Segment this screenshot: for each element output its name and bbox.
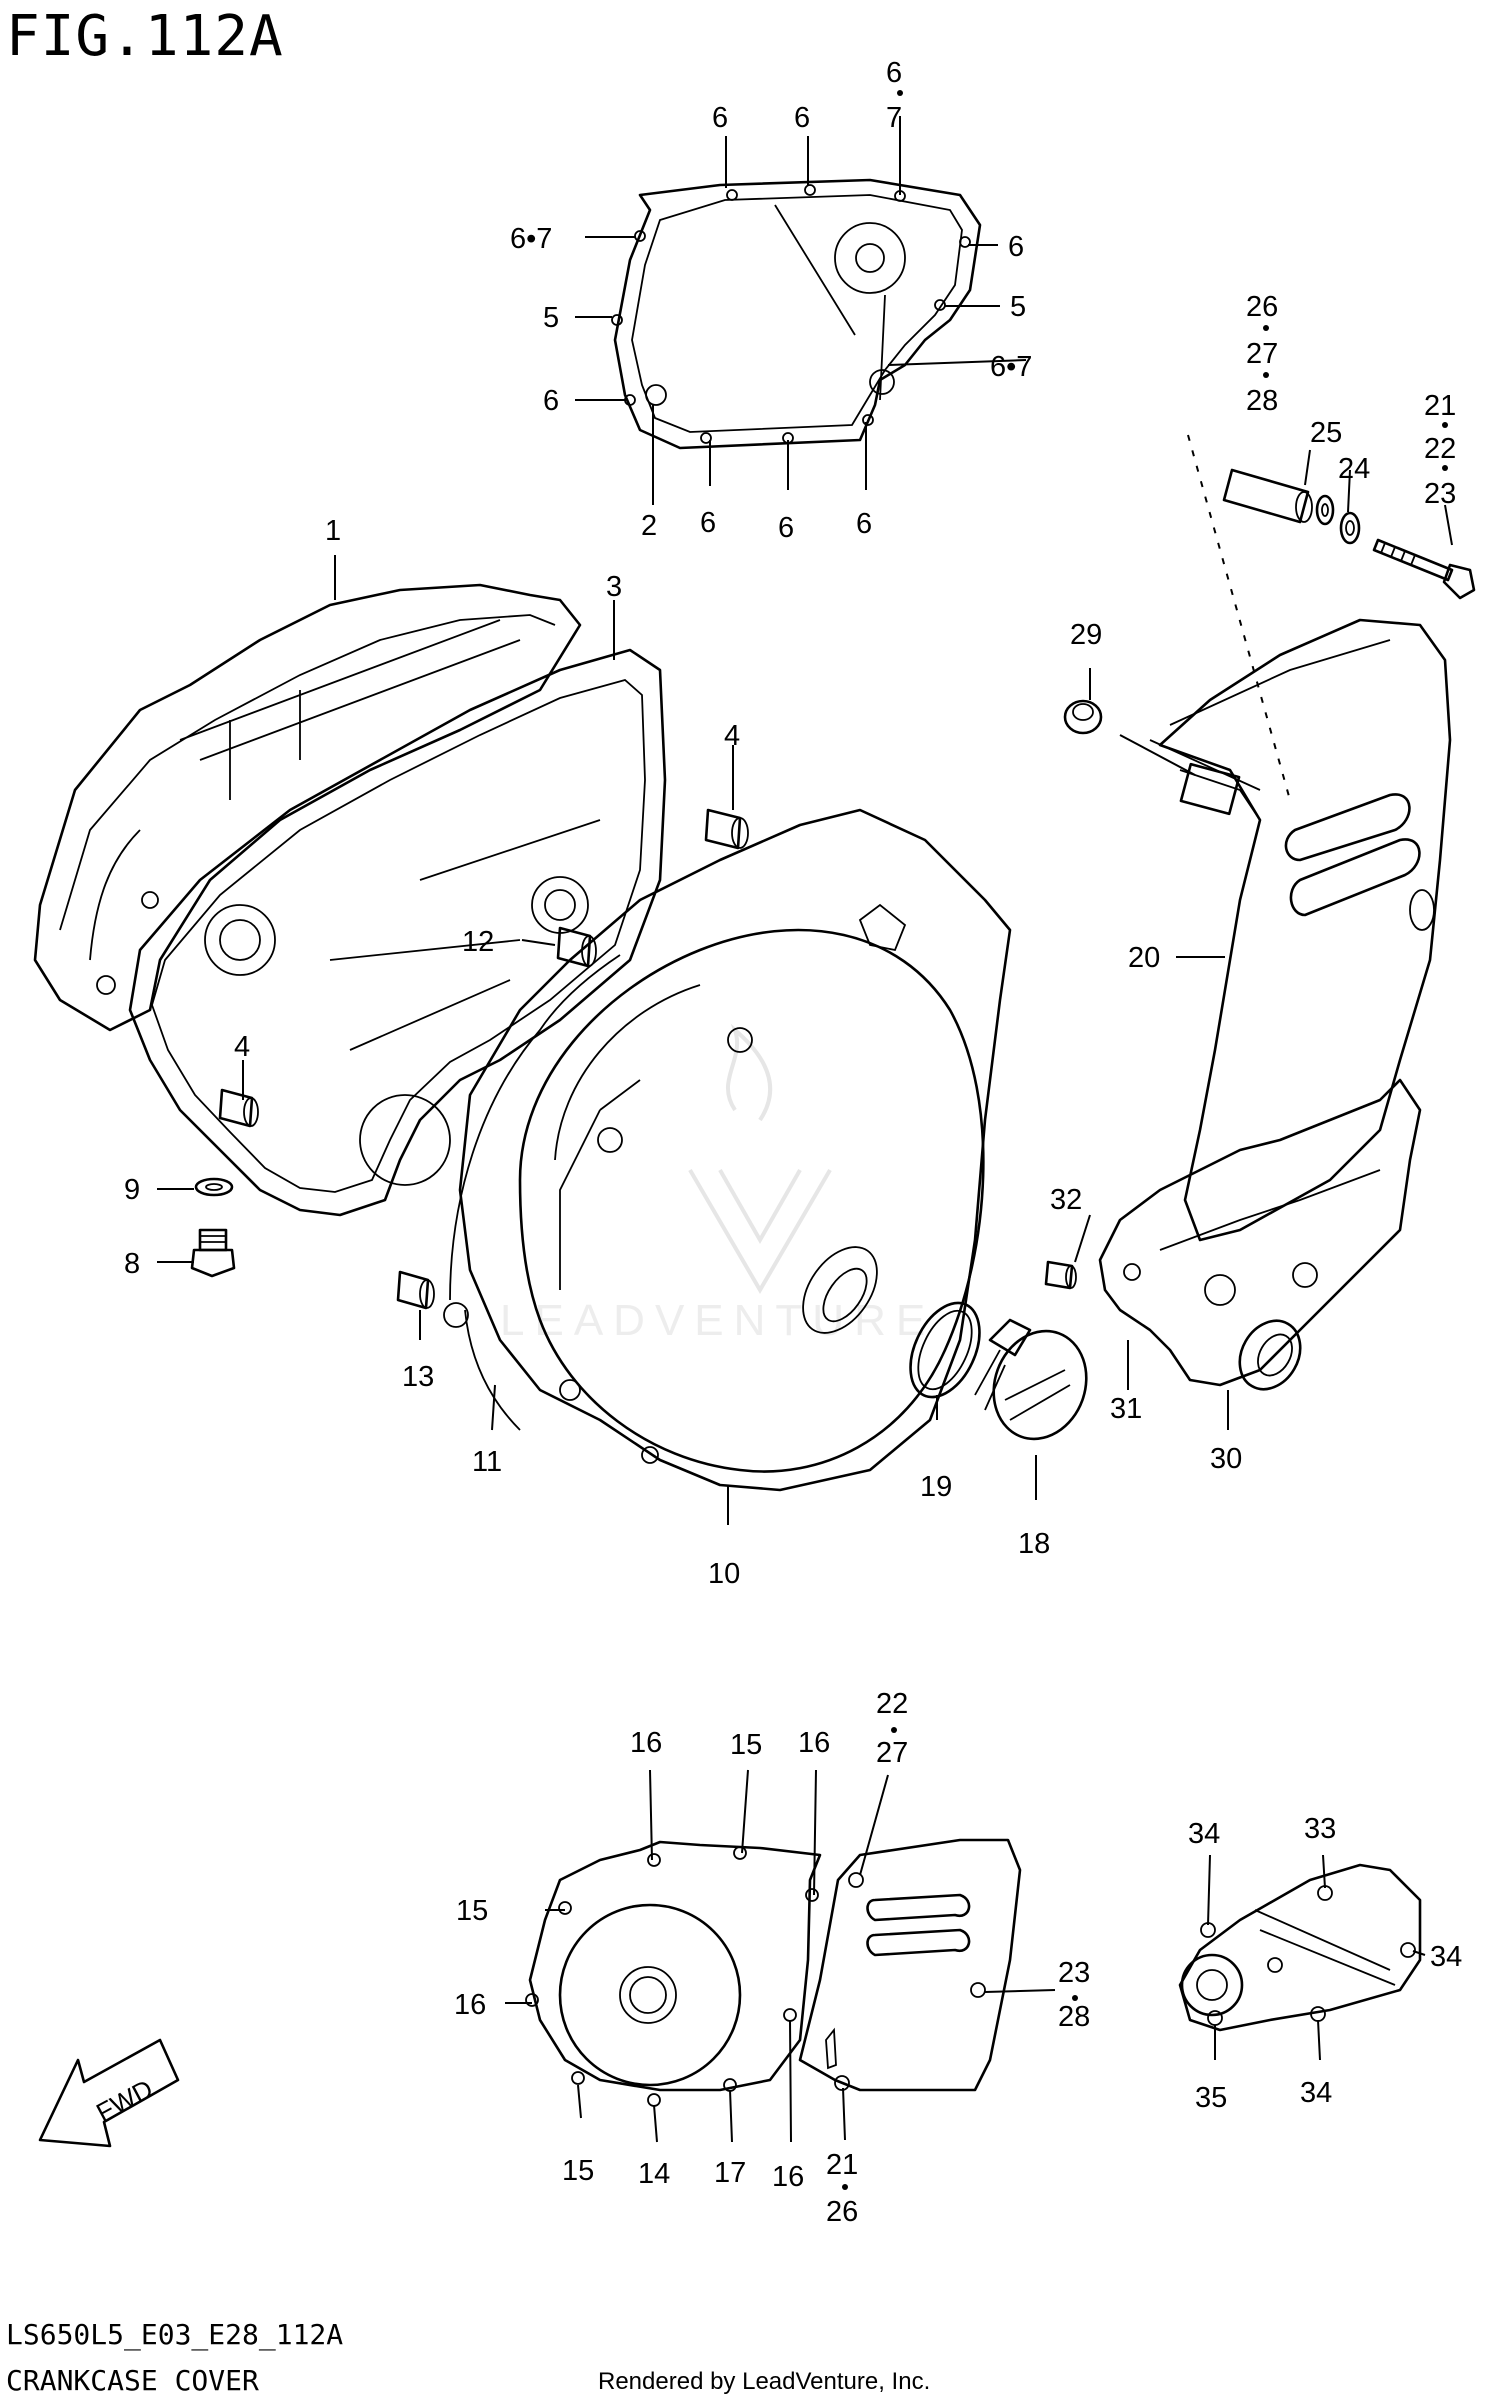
callout-21: 21	[826, 2149, 858, 2181]
callout-29: 29	[1070, 619, 1102, 651]
gasket-11-drawing	[443, 954, 621, 1431]
section-name: CRANKCASE COVER	[6, 2364, 259, 2397]
generator-cover-10-drawing	[458, 808, 1012, 1492]
collar-32-drawing	[1044, 1260, 1077, 1290]
callout-26: 26	[826, 2196, 858, 2228]
callout-23: 23	[1058, 1957, 1090, 1989]
figure-title: FIG.112A	[6, 4, 284, 69]
callout-6-7: 6•7	[990, 351, 1032, 383]
callout-21: 21	[1424, 390, 1456, 422]
callout-27: 27	[876, 1737, 908, 1769]
rendered-by-credit: Rendered by LeadVenture, Inc.	[598, 2368, 931, 2395]
callout-24: 24	[1338, 453, 1370, 485]
callout-17: 17	[714, 2157, 746, 2189]
shift-cover-30-drawing	[1098, 1078, 1422, 1391]
fwd-label: FWD	[91, 2073, 157, 2127]
callout-28: 28	[1058, 2001, 1090, 2033]
bolt-21-drawing	[1372, 538, 1476, 600]
fwd-arrow-icon: FWD	[38, 2038, 180, 2148]
callout-31: 31	[1110, 1393, 1142, 1425]
callout-6: 6	[1008, 231, 1024, 263]
callout-6: 6	[700, 507, 716, 539]
small-parts-drawing	[190, 808, 749, 1310]
dowel-4-lower	[218, 1088, 259, 1128]
callout-11: 11	[472, 1446, 502, 1478]
callout-34: 34	[1430, 1941, 1462, 1973]
callout-16: 16	[798, 1727, 830, 1759]
collar-29-drawing	[1063, 699, 1103, 735]
callout-35: 35	[1195, 2082, 1227, 2114]
callout-6: 6	[712, 102, 728, 134]
callout-30: 30	[1210, 1443, 1242, 1475]
callout-12: 12	[462, 926, 494, 958]
dowel-13	[396, 1270, 435, 1310]
callout-5: 5	[543, 302, 559, 334]
callout-23: 23	[1424, 478, 1456, 510]
crankcase-cover-1-drawing	[33, 583, 582, 1032]
callout-6: 6	[543, 385, 559, 417]
callout-16: 16	[630, 1727, 662, 1759]
callout-34: 34	[1188, 1818, 1220, 1850]
callout-25: 25	[1310, 417, 1342, 449]
callout-28: 28	[1246, 385, 1278, 417]
gasket-2-drawing	[611, 178, 982, 450]
callout-14: 14	[638, 2158, 670, 2190]
callout-5: 5	[1010, 291, 1026, 323]
callout-33: 33	[1304, 1813, 1336, 1845]
separator-dots	[842, 90, 1448, 2190]
callout-6: 6	[778, 512, 794, 544]
o-ring-19-drawing	[909, 1301, 981, 1399]
washer-24-drawing	[1339, 511, 1361, 545]
pivot-bushing-26-drawing	[1222, 468, 1313, 524]
callout-15: 15	[456, 1895, 488, 1927]
callout-26: 26	[1246, 291, 1278, 323]
callout-8: 8	[124, 1248, 140, 1280]
callout-15: 15	[730, 1729, 762, 1761]
callout-1: 1	[325, 515, 341, 547]
dowel-12	[556, 926, 597, 968]
generator-cover-assembly-drawing	[525, 1840, 822, 2107]
model-code: LS650L5_E03_E28_112A	[6, 2318, 344, 2351]
callout-6: 6	[856, 508, 872, 540]
callout-32: 32	[1050, 1184, 1082, 1216]
sprocket-cover-assembly-drawing	[798, 1838, 1022, 2092]
callout-6: 6	[886, 57, 902, 89]
callout-15: 15	[562, 2155, 594, 2187]
callout-34: 34	[1300, 2077, 1332, 2109]
callout-6: 6	[794, 102, 810, 134]
plug-18-drawing	[974, 1318, 1088, 1441]
bolt-8	[190, 1228, 236, 1278]
callout-4: 4	[724, 720, 740, 752]
callout-13: 13	[402, 1361, 434, 1393]
callout-19: 19	[920, 1471, 952, 1503]
callout-22: 22	[1424, 433, 1456, 465]
callout-6-7: 6•7	[510, 223, 552, 255]
callout-16: 16	[772, 2161, 804, 2193]
callout-4: 4	[234, 1031, 250, 1063]
callout-7: 7	[886, 102, 902, 134]
callout-labels: 6 6 6 7 6•7 6 5 5 6•7 6 2 6 6 6 26 27 28…	[124, 57, 1462, 2228]
callout-16: 16	[454, 1989, 486, 2021]
callout-27: 27	[1246, 338, 1278, 370]
sprocket-cover-20-drawing	[1149, 618, 1452, 1242]
callout-10: 10	[708, 1558, 740, 1590]
callout-9: 9	[124, 1174, 140, 1206]
gasket-3-drawing	[128, 648, 667, 1217]
washer-25-drawing	[1315, 494, 1335, 526]
dowel-4-upper	[704, 808, 749, 850]
callout-22: 22	[876, 1688, 908, 1720]
small-cover-33-drawing	[1178, 1863, 1422, 2032]
watermark-text: LEADVENTURE	[500, 1296, 935, 1345]
callout-20: 20	[1128, 942, 1160, 974]
washer-9	[194, 1177, 234, 1197]
callout-3: 3	[606, 571, 622, 603]
callout-2: 2	[641, 510, 657, 542]
leader-lines	[157, 116, 1453, 2143]
callout-18: 18	[1018, 1528, 1050, 1560]
